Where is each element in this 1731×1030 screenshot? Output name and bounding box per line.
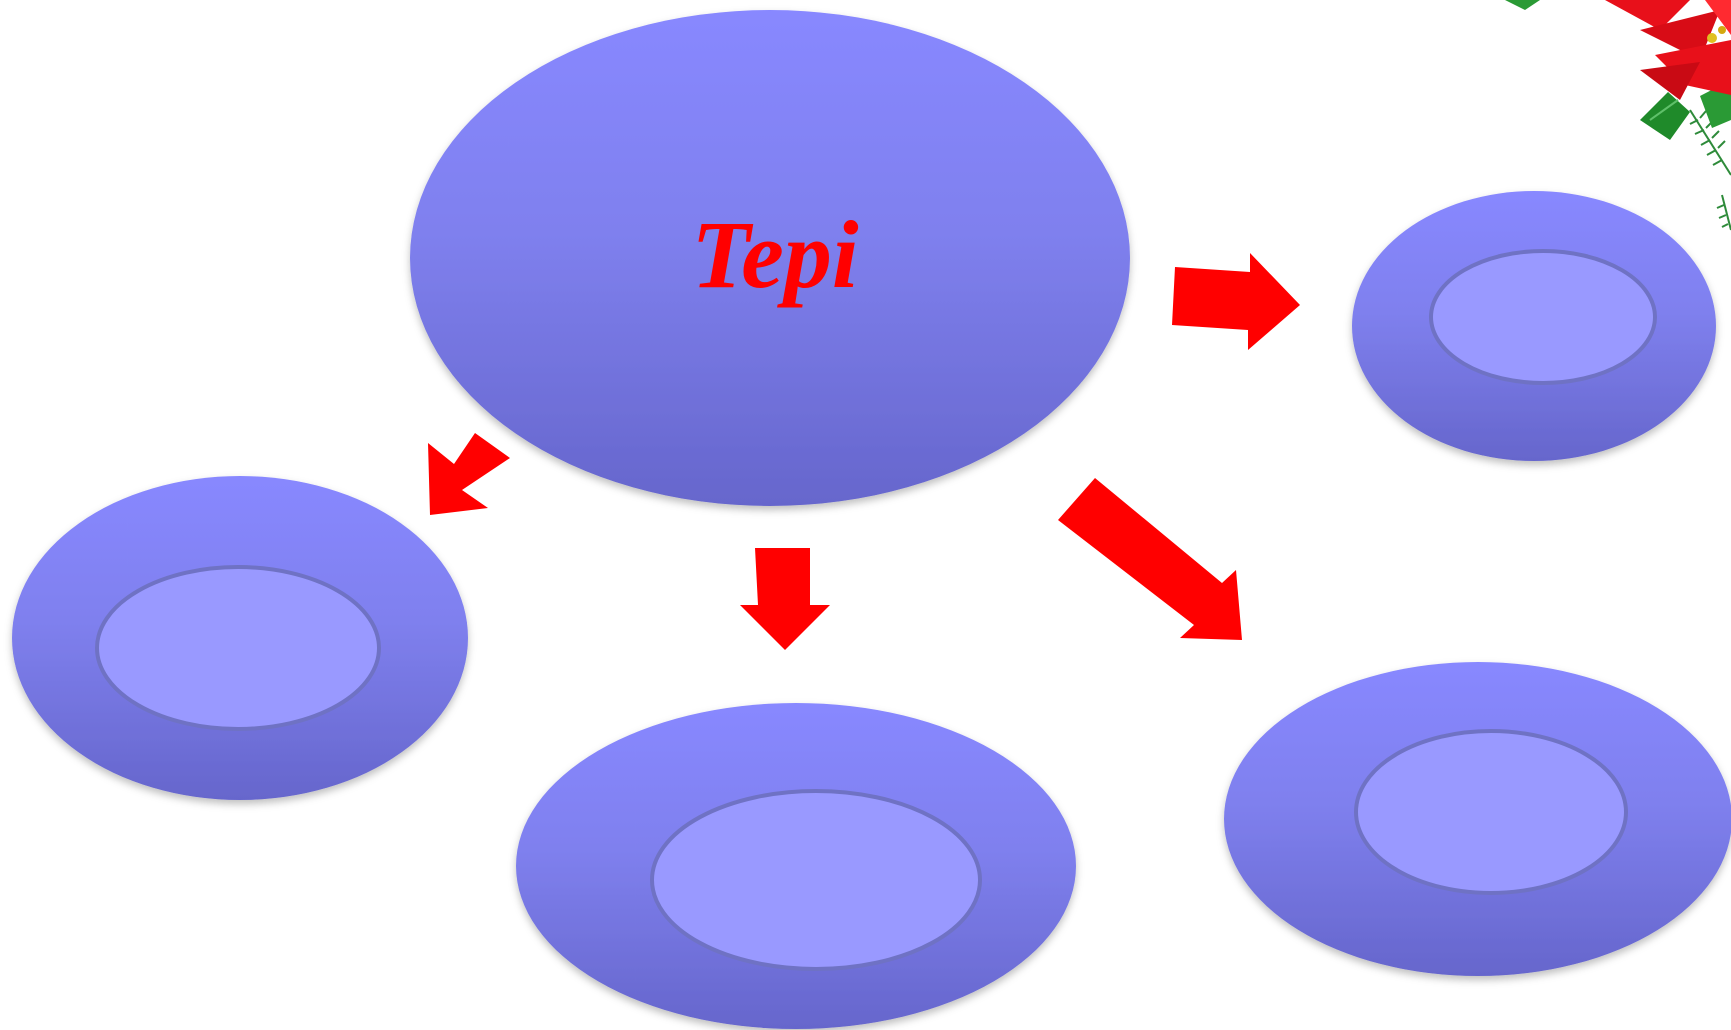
center-node: Tepi — [410, 10, 1130, 506]
child-node-bottom-right — [1224, 662, 1731, 976]
arrow-to-bottom-node — [740, 548, 830, 650]
poinsettia-decoration-icon — [1505, 0, 1731, 231]
child-node-left — [12, 476, 468, 800]
center-node-label: Tepi — [691, 201, 858, 308]
arrow-to-right-node — [1172, 253, 1300, 350]
child-node-bottom — [516, 703, 1076, 1029]
child-node-right — [1352, 191, 1716, 461]
arrow-to-bottom-right-node — [1058, 478, 1242, 640]
arrow-to-left-node — [428, 433, 510, 515]
